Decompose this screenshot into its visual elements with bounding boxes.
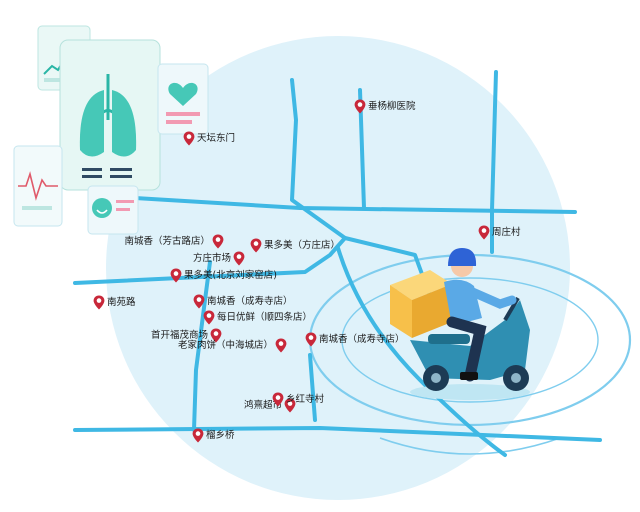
road-north-loop — [290, 78, 432, 298]
location-pin-icon — [275, 338, 287, 353]
location-pin-icon — [250, 238, 262, 253]
poi-xiangongsicun[interactable]: 乡红寺村 — [272, 392, 326, 407]
location-pin-icon — [272, 392, 284, 407]
location-pin-icon — [233, 251, 245, 266]
scooter-seat — [428, 334, 470, 344]
scooter-body — [410, 300, 530, 380]
road-network — [73, 70, 602, 457]
road-lower-branch — [308, 353, 317, 422]
poi-label: 鸿熹超市 — [243, 399, 282, 411]
poi-tiantan-dongmen[interactable]: 天坛东门 — [183, 131, 237, 146]
pulse-card — [13, 145, 63, 227]
road-bottom-horizontal — [73, 426, 602, 442]
poi-label: 南城香（成寿寺店） — [207, 295, 293, 307]
poi-nanyuanlu[interactable]: 南苑路 — [93, 295, 138, 310]
delivery-box — [390, 270, 452, 338]
location-pin-icon — [212, 234, 224, 249]
poi-label: 周庄村 — [492, 226, 521, 238]
poi-chuiyangliu-hospital[interactable]: 垂杨柳医院 — [354, 99, 418, 114]
rider-helmet — [448, 248, 477, 266]
poi-label: 方庄市场 — [192, 252, 231, 264]
location-pin-icon — [170, 268, 182, 283]
map-background-circle — [106, 36, 570, 500]
health-illustration — [13, 25, 209, 235]
location-pin-icon — [354, 99, 366, 114]
road-mid-vertical — [192, 260, 212, 432]
poi-zhouzhuangcun[interactable]: 周庄村 — [478, 225, 523, 240]
poi-guoduomei-liujiayao[interactable]: 果多美(北京刘家窑店) — [170, 268, 279, 283]
location-pin-icon — [93, 295, 105, 310]
poi-liuxiangqiao[interactable]: 榴乡桥 — [192, 428, 237, 443]
poi-label: 天坛东门 — [197, 132, 236, 144]
poi-label: 榴乡桥 — [206, 429, 235, 441]
poi-guoduomei-fangzhuang[interactable]: 果多美（方庄店） — [250, 238, 342, 253]
poi-nanchengxiang-fanggulu[interactable]: 南城香（芳古路店） — [122, 234, 224, 249]
rider-arm — [463, 285, 517, 309]
poi-label: 老家肉饼（中海城店） — [177, 339, 273, 351]
location-pin-icon — [305, 332, 317, 347]
poi-label: 果多美(北京刘家窑店) — [184, 269, 277, 281]
poi-laojia-roubing[interactable]: 老家肉饼（中海城店） — [176, 338, 287, 353]
location-pin-icon — [183, 131, 195, 146]
poi-nanchengxiang-chengshousi-2[interactable]: 南城香（成寿寺店） — [305, 332, 407, 347]
rider-leg — [446, 316, 487, 382]
delivery-rider-illustration — [390, 248, 530, 400]
smile-card — [87, 185, 139, 235]
poi-label: 南城香（成寿寺店） — [319, 333, 405, 345]
heart-card — [157, 63, 209, 135]
poi-label: 每日优鲜（顺四条店） — [217, 311, 313, 323]
poi-nanchengxiang-chengshousi-1[interactable]: 南城香（成寿寺店） — [193, 294, 295, 309]
location-pin-icon — [210, 328, 222, 343]
poi-label: 南城香（芳古路店） — [124, 235, 210, 247]
poi-fangzhuang-market[interactable]: 方庄市场 — [191, 251, 245, 266]
location-pin-icon — [203, 310, 215, 325]
poi-meiriyouxian-shunsitiao[interactable]: 每日优鲜（顺四条店） — [203, 310, 314, 325]
road-east-vertical — [490, 70, 498, 254]
poi-label: 首开福茂商场 — [150, 329, 208, 341]
location-pin-icon — [284, 398, 296, 413]
poi-label: 南苑路 — [107, 296, 136, 308]
poi-hongxiang-supermarket[interactable]: 鸿熹超市 — [242, 398, 296, 413]
poi-label: 乡红寺村 — [286, 393, 325, 405]
location-pin-icon — [192, 428, 204, 443]
poi-shoukai-fumao[interactable]: 首开福茂商场 — [149, 328, 222, 343]
location-pin-icon — [478, 225, 490, 240]
location-pin-icon — [193, 294, 205, 309]
poi-label: 垂杨柳医院 — [368, 100, 416, 112]
poi-label: 果多美（方庄店） — [264, 239, 341, 251]
lungs-monitor-icon — [59, 39, 161, 191]
